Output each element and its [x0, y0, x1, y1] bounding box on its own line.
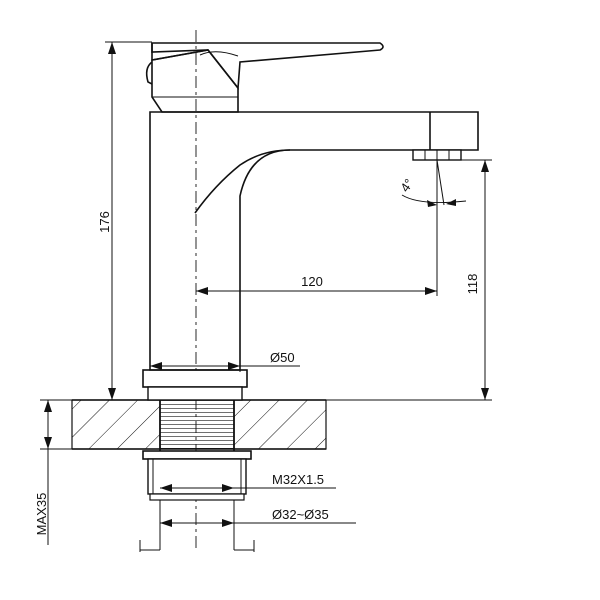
dim-total-height-label: 176 — [97, 211, 112, 233]
dim-max-thickness-label: MAX35 — [34, 493, 49, 536]
dim-total-height — [105, 41, 152, 401]
dim-spout-reach — [196, 160, 438, 296]
dim-spout-height-label: 118 — [465, 274, 480, 295]
handle — [145, 42, 384, 113]
faucet-base — [142, 369, 248, 401]
countertop — [71, 399, 327, 450]
dim-spout-reach-label: 120 — [301, 274, 323, 289]
dim-spout-angle-label: 4° — [397, 176, 416, 195]
spout-curve — [194, 149, 291, 214]
threaded-shank — [159, 399, 235, 453]
dim-thread — [160, 484, 336, 492]
dim-hole-diameter — [160, 519, 356, 527]
faucet-body — [149, 111, 479, 371]
dim-base-diameter-label: Ø50 — [270, 350, 295, 365]
dim-base-diameter — [150, 360, 300, 372]
dim-spout-angle — [401, 159, 467, 207]
dim-spout-height — [326, 159, 492, 401]
mounting-nut — [139, 450, 255, 552]
dim-max-thickness — [40, 399, 72, 545]
dim-thread-label: M32X1.5 — [272, 472, 324, 487]
dim-hole-diameter-label: Ø32~Ø35 — [272, 507, 329, 522]
